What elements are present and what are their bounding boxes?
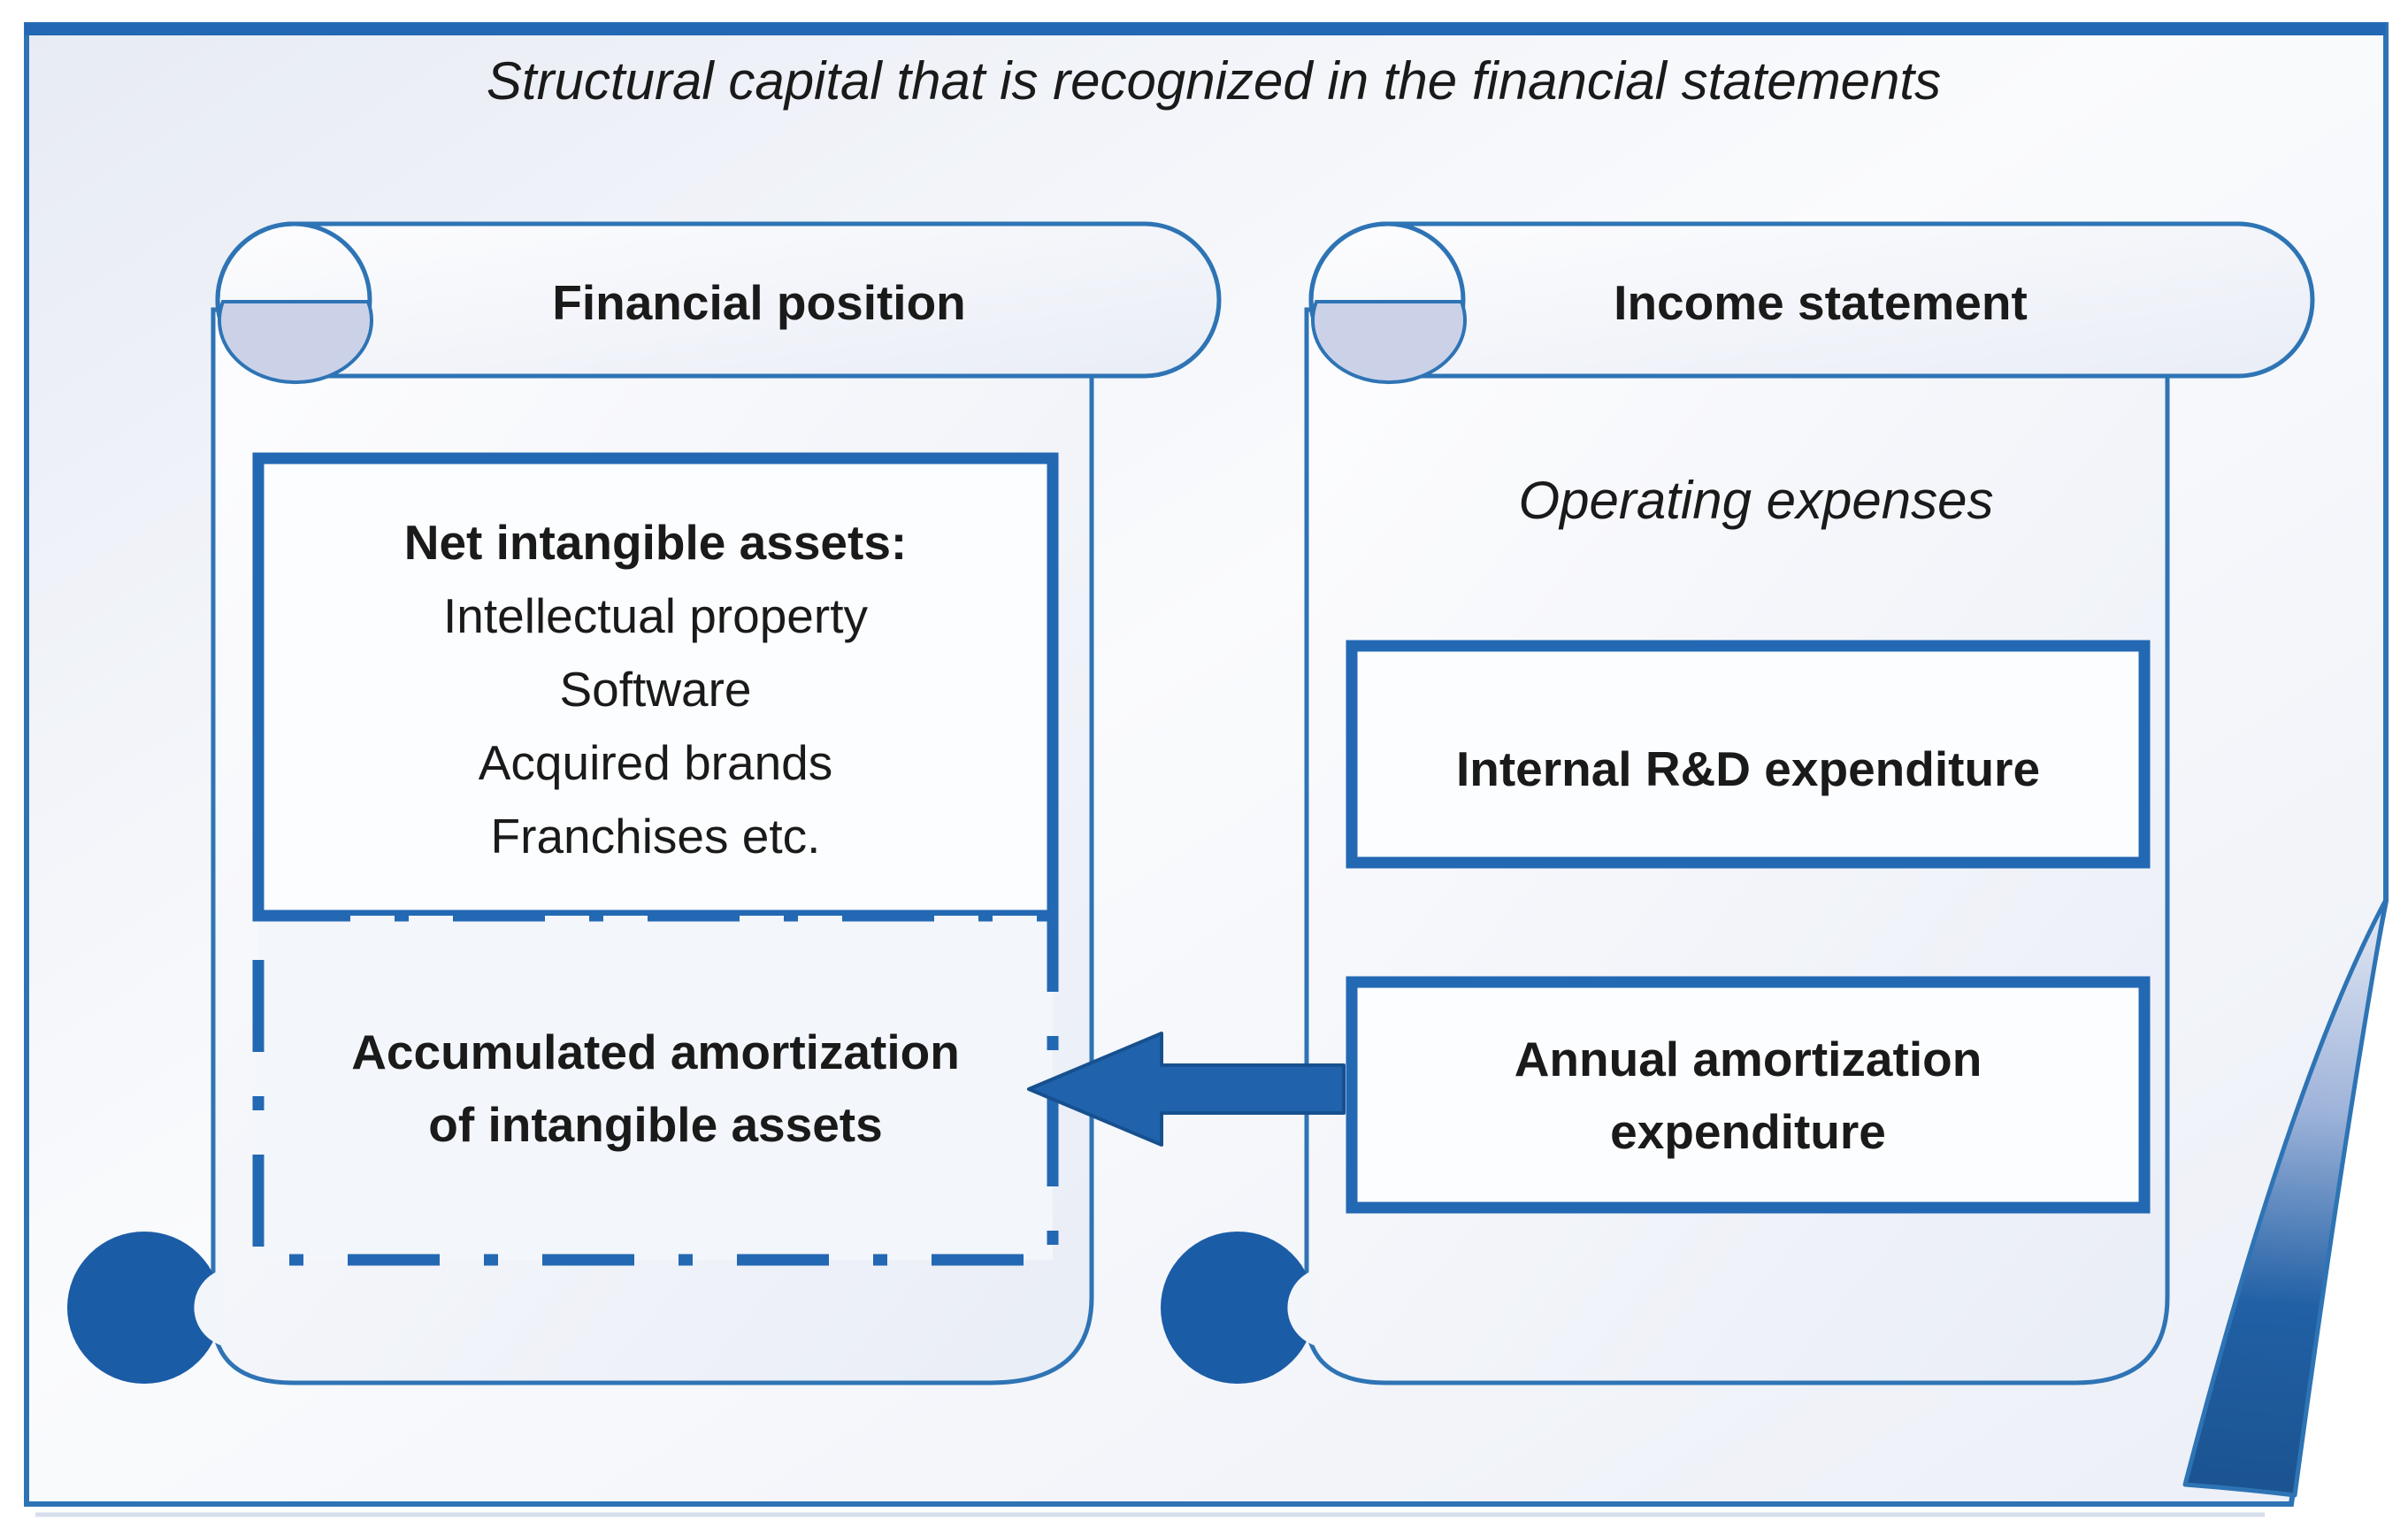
annual-amortization-line2: expenditure: [1610, 1104, 1886, 1159]
financial-position-scroll: Financial position Net intangible assets…: [67, 221, 1222, 1385]
income-scroll-bottom-curl: [1161, 1232, 1315, 1384]
annual-amortization-line1: Annual amortization: [1515, 1032, 1982, 1086]
intangible-item-software: Software: [559, 662, 751, 717]
page-fold-corner: [2182, 897, 2389, 1498]
accumulated-amortization-box: Accumulated amortization of intangible a…: [252, 909, 1059, 1266]
income-statement-header: Income statement: [1614, 275, 2028, 330]
accumulated-amortization-border: [252, 909, 1059, 1266]
internal-rd-expenditure-box: Internal R&D expenditure: [1346, 640, 2151, 869]
accumulated-amortization-line2: of intangible assets: [428, 1097, 882, 1152]
operating-expenses-label: Operating expenses: [1518, 471, 1993, 530]
financial-scroll-curl-teardrop: [218, 300, 373, 385]
intangible-item-intellectual-property: Intellectual property: [443, 588, 868, 643]
financial-scroll-bottom-curl-notch: [194, 1269, 226, 1347]
annual-amortization-box: Annual amortization expenditure: [1346, 976, 2151, 1214]
intangible-item-franchises: Franchises etc.: [491, 809, 821, 863]
income-scroll-bottom-curl-notch: [1287, 1269, 1319, 1347]
annual-amortization-border: [1346, 976, 2151, 1214]
net-intangible-assets-box: Net intangible assets: Intellectual prop…: [252, 452, 1059, 922]
left-arrow-icon: [1027, 1032, 1346, 1147]
income-statement-scroll: Income statement Operating expenses Inte…: [1161, 221, 2315, 1385]
accumulated-amortization-line1: Accumulated amortization: [351, 1025, 960, 1079]
internal-rd-expenditure-label: Internal R&D expenditure: [1456, 741, 2040, 796]
financial-position-header: Financial position: [552, 275, 966, 330]
internal-rd-expenditure-border: [1346, 640, 2151, 869]
income-scroll-curl-teardrop: [1311, 300, 1467, 385]
net-intangible-assets-heading: Net intangible assets:: [404, 515, 907, 570]
intangible-item-acquired-brands: Acquired brands: [479, 735, 833, 790]
diagram-title: Structural capital that is recognized in…: [487, 51, 1941, 111]
financial-scroll-bottom-curl: [67, 1232, 221, 1384]
